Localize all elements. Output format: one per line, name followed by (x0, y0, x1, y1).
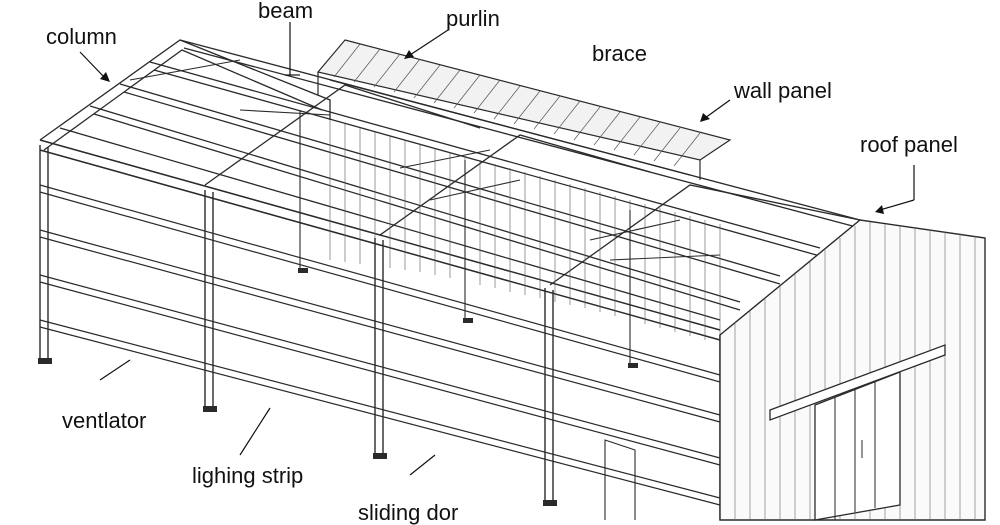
rafters (204, 84, 861, 286)
ventilator-ribs (333, 43, 701, 167)
base-plates (38, 268, 638, 506)
wall-girts (39, 184, 721, 506)
ridge-ventilator (316, 39, 732, 180)
gable-end-wall (719, 219, 986, 521)
label-wall-panel: wall panel (734, 78, 832, 103)
back-rafter-frame (39, 39, 331, 151)
leader-lines (79, 22, 915, 476)
roof-braces (129, 59, 721, 261)
label-sliding-dor: sliding dor (358, 500, 459, 525)
interior-columns (299, 110, 631, 365)
sliding-door-seams (834, 382, 876, 520)
label-purlin: purlin (446, 6, 500, 31)
sliding-door-frame (769, 344, 946, 521)
label-beam: beam (258, 0, 314, 23)
label-lighing-strip: lighing strip (192, 463, 304, 488)
columns (39, 145, 721, 520)
roof-purlins (59, 39, 861, 321)
leader-arrowheads (100, 50, 884, 214)
label-roof-panel: roof panel (860, 132, 958, 157)
back-wall-panel-ribs (329, 120, 721, 344)
front-door (604, 439, 636, 520)
label-brace: brace (592, 41, 648, 66)
label-column: column (46, 24, 117, 49)
label-ventlator: ventlator (62, 408, 147, 433)
